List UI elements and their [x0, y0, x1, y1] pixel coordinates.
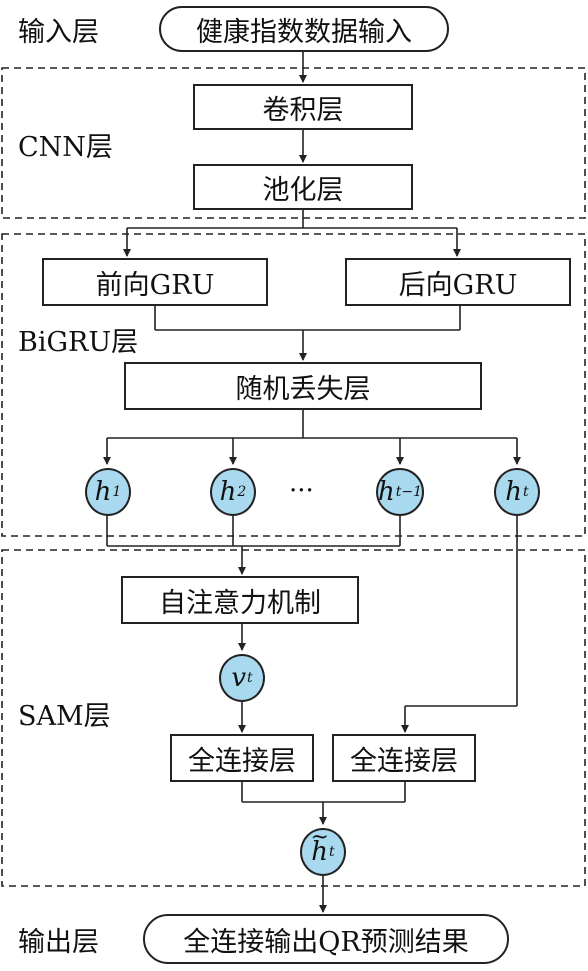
ellipsis: ··· [289, 476, 314, 506]
cnn-layer-label: CNN层 [18, 132, 113, 163]
tilde-mark: ~ [310, 825, 329, 850]
bigru-layer-label: BiGRU层 [18, 327, 139, 358]
fc-layer-left-box: 全连接层 [170, 734, 314, 782]
sam-layer-label: SAM层 [18, 701, 111, 732]
h2-symbol: h [219, 477, 237, 507]
pool-layer-box: 池化层 [193, 164, 413, 210]
ht-symbol: h [505, 477, 523, 507]
vt-subscript: t [247, 670, 253, 686]
sam-group-border [1, 549, 586, 887]
fc-layer-right-box: 全连接层 [332, 734, 476, 782]
self-attention-box: 自注意力机制 [121, 576, 359, 624]
forward-gru-box: 前向GRU [42, 258, 268, 306]
conv-layer-box: 卷积层 [193, 84, 413, 130]
input-layer-label: 输入层 [18, 17, 99, 48]
vt-symbol: v [231, 663, 247, 693]
htilde-letter: h [311, 837, 329, 867]
output-result-box: 全连接输出QR预测结果 [143, 914, 509, 964]
ht-minus-1-subscript: t−1 [395, 484, 423, 500]
cnn-group-border [1, 67, 586, 219]
ht-subscript: t [523, 484, 529, 500]
input-data-box: 健康指数数据输入 [159, 6, 449, 52]
htilde-subscript: t [329, 844, 335, 860]
bigru-group-border [1, 233, 586, 537]
ht-minus-1-symbol: h [378, 477, 395, 507]
backward-gru-box: 后向GRU [345, 258, 571, 306]
output-layer-label: 输出层 [18, 927, 99, 958]
h2-subscript: 2 [237, 484, 247, 500]
h1-subscript: 1 [112, 484, 122, 500]
dropout-layer-box: 随机丢失层 [124, 362, 482, 410]
h1-symbol: h [94, 477, 112, 507]
htilde-symbol: ~h [310, 825, 329, 867]
